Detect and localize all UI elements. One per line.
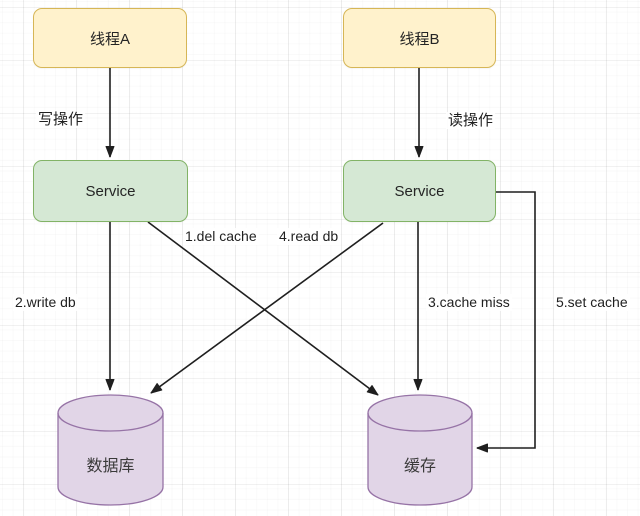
- edge-label-write-db: 2.write db: [13, 294, 78, 311]
- node-thread-a-label: 线程A: [89, 30, 130, 48]
- node-service-b-label: Service: [394, 182, 445, 200]
- node-thread-a: 线程A: [33, 8, 187, 68]
- edge-label-read-op: 读操作: [446, 112, 496, 129]
- cache-cylinder: [367, 394, 473, 506]
- connector-set-cache: [476, 191, 536, 453]
- node-service-a: Service: [33, 160, 188, 222]
- database-label: 数据库: [86, 458, 135, 475]
- database-cylinder: [57, 394, 164, 506]
- edge-label-cache-miss: 3.cache miss: [426, 294, 512, 311]
- cache-label: 缓存: [403, 458, 436, 475]
- node-thread-b-label: 线程B: [399, 30, 440, 48]
- edge-label-read-db: 4.read db: [277, 228, 341, 245]
- node-thread-b: 线程B: [343, 8, 496, 68]
- edge-label-write-op: 写操作: [36, 111, 86, 128]
- node-service-b: Service: [343, 160, 496, 222]
- edge-label-set-cache: 5.set cache: [554, 294, 630, 311]
- node-service-a-label: Service: [85, 182, 136, 200]
- connector-read-db: [150, 222, 384, 394]
- connector-del-cache: [147, 221, 379, 396]
- edge-label-del-cache: 1.del cache: [183, 228, 259, 245]
